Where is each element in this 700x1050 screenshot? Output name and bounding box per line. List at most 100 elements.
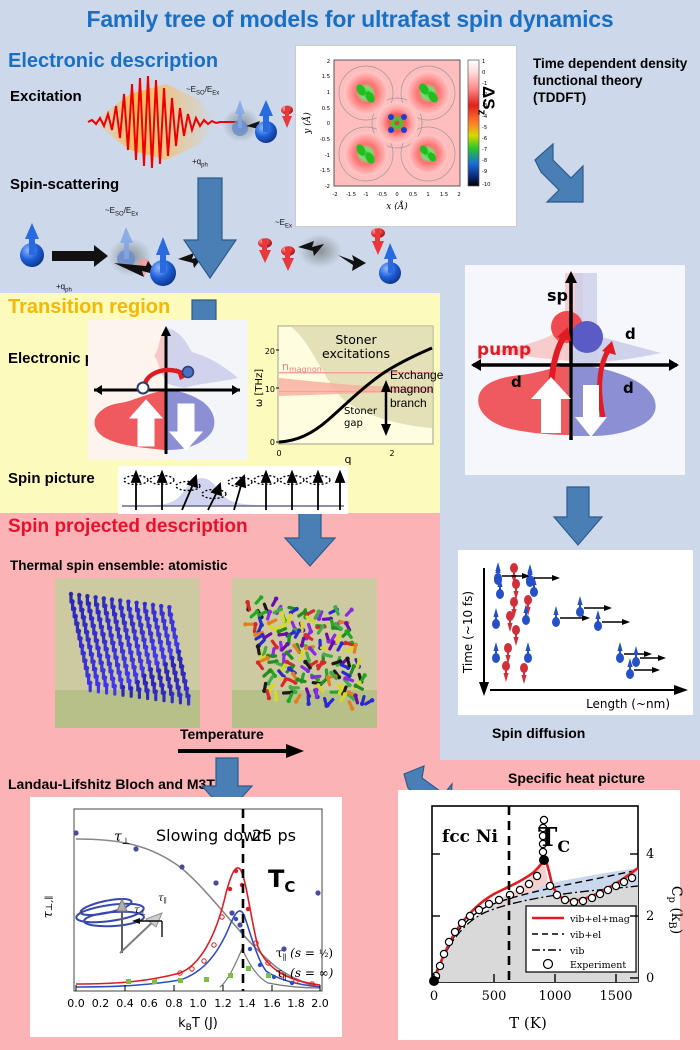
magnon-ylabel: ω [THz] <box>254 369 265 407</box>
dos-majority-unocc <box>154 328 166 380</box>
electron-marker <box>181 365 195 379</box>
svg-text:-0.5: -0.5 <box>320 137 330 143</box>
magnon-envelope <box>122 478 344 506</box>
svg-text:1.8: 1.8 <box>287 997 305 1010</box>
exchange-magnon-curve <box>278 346 433 444</box>
tddft-colorbar-label: ΔSz <box>475 86 498 116</box>
label-spin-diffusion: Spin diffusion <box>492 725 586 741</box>
svg-text:0: 0 <box>430 989 438 1004</box>
label-eso-eex-excitation: ~ESO/EEx <box>186 85 220 97</box>
svg-text:1.5: 1.5 <box>440 192 448 198</box>
svg-text:1000: 1000 <box>538 989 571 1004</box>
cp-xticks: 0 500 1000 1500 <box>430 989 633 1004</box>
label-temperature: Temperature <box>180 726 264 742</box>
svg-text:1.6: 1.6 <box>263 997 281 1010</box>
svg-text:1.2: 1.2 <box>214 997 232 1010</box>
svg-text:0: 0 <box>327 121 330 127</box>
laser-waveform <box>87 75 238 169</box>
label-specific-heat: Specific heat picture <box>508 770 645 786</box>
svg-text:-6: -6 <box>482 136 487 142</box>
green-data-points <box>126 966 271 984</box>
svg-text:-9: -9 <box>482 169 487 175</box>
svg-text:1.0: 1.0 <box>189 997 207 1010</box>
svg-text:1: 1 <box>482 59 485 65</box>
section-title-spin-projected: Spin projected description <box>8 516 248 537</box>
svg-text:0: 0 <box>395 192 398 198</box>
spin-up-blue-r <box>379 243 401 284</box>
page-title: Family tree of models for ultrafast spin… <box>86 6 614 32</box>
spin-up-excited-2 <box>117 227 135 268</box>
tddft-spin-density-panel: 2 1.5 1 0.5 0 -0.5 -1 -1.5 -2 -2 -1.5 -1… <box>295 45 517 227</box>
cp-xlabel: T (K) <box>509 1014 547 1032</box>
tau-par-inset-label: τ∥ <box>158 893 167 905</box>
stoner-excitations-label-1: Stoner <box>335 332 377 347</box>
spin-up-blue <box>255 100 277 143</box>
llb-relaxation-chart: τ∥ τ⊥ τ⊥ Slowing down 25 ps TC τ∥ (s = ½… <box>30 797 342 1037</box>
label-qph-excitation: +qph <box>192 157 208 169</box>
legend-experiment: Experiment <box>570 960 626 971</box>
tddft-axis-ticks: 2 1.5 1 0.5 0 -0.5 -1 -1.5 -2 -2 -1.5 -1… <box>320 59 461 198</box>
tddft-colorbar-ticks: 10-1 -2-3-4 -5-6-7 -8-9-10 <box>482 59 490 188</box>
magnon-xlabel: q <box>345 453 352 466</box>
svg-text:0.4: 0.4 <box>116 997 134 1010</box>
svg-text:-2: -2 <box>325 184 330 190</box>
sp-excited-minority <box>571 321 603 353</box>
momentum-arrow-r3 <box>338 255 366 271</box>
d-label-left: d <box>511 373 522 391</box>
atomistic-lattice-disordered <box>232 578 377 728</box>
label-eso-eex-scattering: ~ESO/EEx <box>105 206 139 218</box>
legend-vib-el: vib+el <box>569 930 601 941</box>
tc-label-cp: TC <box>538 823 570 856</box>
svg-text:500: 500 <box>482 989 507 1004</box>
precession-ellipses <box>123 474 331 500</box>
specific-heat-chart: vib+el+mag vib+el vib Experiment fcc Ni … <box>398 790 684 1040</box>
spin-diffusion-panel: Time (~10 fs) Length (~nm) <box>458 550 693 715</box>
label-spin-scattering: Spin-scattering <box>10 176 120 193</box>
nmagnon-line-2 <box>279 391 433 392</box>
tddft-ylabel: y (Å) <box>301 112 313 135</box>
magnon-ytick-20: 20 <box>265 347 275 356</box>
svg-text:2: 2 <box>327 59 330 65</box>
label-eex-cluster: ~EEx <box>275 218 293 230</box>
svg-text:1500: 1500 <box>599 989 632 1004</box>
spin-up-excited <box>232 100 248 136</box>
svg-text:0.6: 0.6 <box>140 997 158 1010</box>
svg-text:-0.5: -0.5 <box>377 192 387 198</box>
scattering-haze-3 <box>298 234 342 268</box>
electronic-picture-panel <box>88 320 248 460</box>
arrow-up-majority <box>128 399 164 447</box>
svg-text:-1.5: -1.5 <box>346 192 356 198</box>
svg-text:-2: -2 <box>332 192 337 198</box>
svg-text:2: 2 <box>646 909 654 924</box>
svg-text:-8: -8 <box>482 158 487 164</box>
svg-text:2.0: 2.0 <box>311 997 329 1010</box>
svg-text:-4: -4 <box>482 114 488 120</box>
svg-text:1: 1 <box>327 90 330 96</box>
svg-text:0: 0 <box>482 70 485 76</box>
svg-text:-3: -3 <box>482 103 487 109</box>
scatter-points-upper <box>73 830 321 952</box>
svg-text:-1: -1 <box>363 192 368 198</box>
svg-text:0.5: 0.5 <box>322 106 330 112</box>
atom-outlines <box>338 65 456 182</box>
red-data-points <box>177 914 315 987</box>
diffusion-ylabel: Time (~10 fs) <box>461 591 475 674</box>
pump-dos-panel: sp d d d pump <box>465 265 685 475</box>
legend-tau-par-inf: τ∥ (s = ∞) <box>276 966 334 982</box>
label-qph-scattering: +qph <box>56 282 72 294</box>
spin-down-red-3 <box>371 228 385 255</box>
svg-text:-1: -1 <box>482 81 487 87</box>
legend-vib: vib <box>569 946 585 957</box>
pump-label: pump <box>477 340 531 360</box>
tddft-colorbar <box>467 59 480 187</box>
arrow-down-minority <box>168 403 204 451</box>
svg-text:0.2: 0.2 <box>92 997 110 1010</box>
legend-tau-par-half: τ∥ (s = ½) <box>276 946 333 962</box>
svg-text:4: 4 <box>646 847 654 862</box>
hole-marker <box>136 381 150 395</box>
25ps-label: 25 ps <box>252 826 296 845</box>
arrow-down-to-spin-projected <box>283 507 337 567</box>
tau-par-half-curve <box>75 867 321 986</box>
llb-xlabel: kBT (J) <box>178 1016 218 1033</box>
tau-inner-grey-curve <box>219 947 321 989</box>
